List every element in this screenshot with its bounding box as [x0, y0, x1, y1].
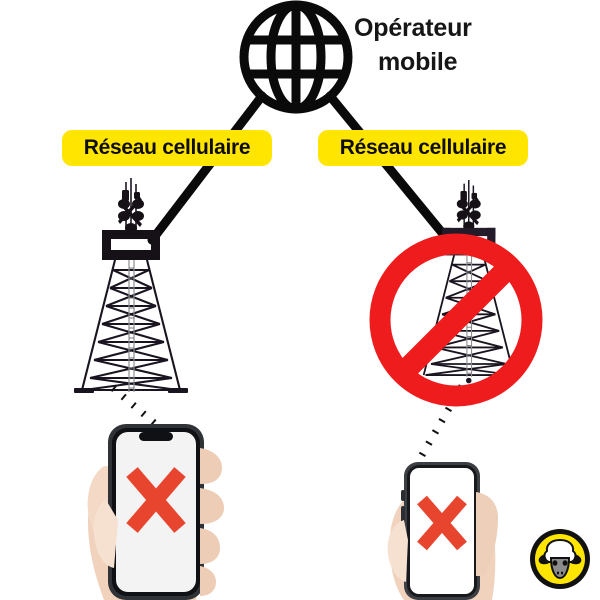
- sheep-head-logo[interactable]: [529, 528, 591, 590]
- smartphone-in-hand-icon-left: [87, 424, 224, 600]
- thumb-right-hand: [387, 520, 408, 582]
- link-globe-to-left-tower: [147, 91, 267, 245]
- network-label-right: Réseau cellulaire: [318, 130, 528, 166]
- smartphone-in-hand-icon-right: [387, 462, 498, 600]
- link-globe-to-right-tower: [325, 91, 453, 245]
- operator-title: Opérateur mobile: [352, 12, 562, 80]
- network-label-left: Réseau cellulaire: [62, 130, 272, 166]
- phone-notch-left: [139, 432, 173, 441]
- fingers-left-hand: [200, 448, 224, 596]
- cell-tower-icon-left: [74, 178, 188, 393]
- red-x-icon-left: [126, 467, 186, 533]
- network-label-right-text: Réseau cellulaire: [339, 136, 507, 159]
- operator-title-line1: Opérateur: [354, 14, 472, 42]
- operator-title-line2: mobile: [378, 47, 458, 76]
- fingers-right-hand: [476, 492, 498, 576]
- red-x-icon-right: [417, 495, 467, 551]
- phone-side-buttons-right[interactable]: [401, 490, 405, 522]
- thumb-left-hand: [93, 500, 118, 568]
- network-label-left-text: Réseau cellulaire: [83, 136, 251, 159]
